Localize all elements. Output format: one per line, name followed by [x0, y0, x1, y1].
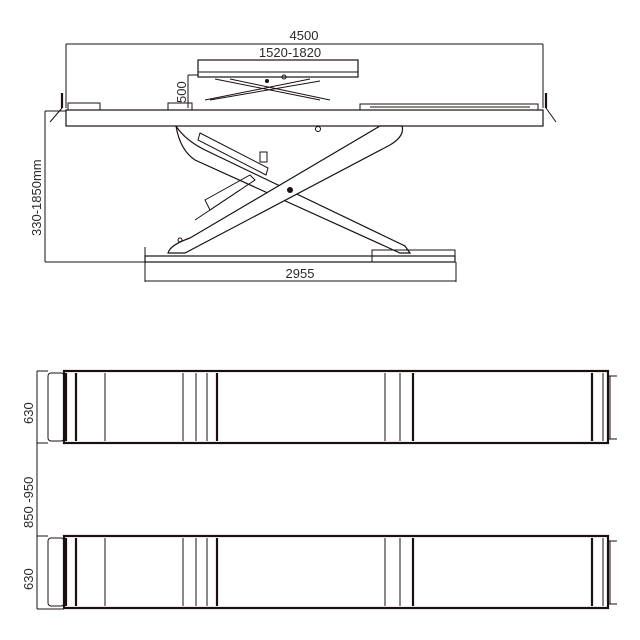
- lift-height-label: 330-1850mm: [29, 159, 44, 236]
- dimension-overall-length: 4500: [65, 28, 544, 108]
- top-view-dimensions: 630 850 -950 630: [21, 370, 64, 610]
- side-view: 4500 1520-1820 500: [29, 28, 557, 282]
- base-frame: [144, 247, 456, 263]
- secondary-lift-height-label: 500: [174, 81, 189, 103]
- dimension-lift-height: 330-1850mm: [29, 110, 145, 263]
- runway-top: [47, 369, 617, 445]
- main-platform: [49, 93, 557, 132]
- runway-bottom: [47, 534, 617, 610]
- platform-width-bottom-label: 630: [21, 568, 36, 590]
- top-view: 630 850 -950 630: [21, 369, 617, 610]
- scissor-arms: [167, 125, 412, 254]
- base-length-label: 2955: [286, 266, 315, 281]
- platform-width-top-label: 630: [21, 402, 36, 424]
- platform-spacing-label: 850 -950: [21, 477, 36, 528]
- secondary-lift-length-label: 1520-1820: [259, 45, 321, 60]
- dimension-base-length: 2955: [144, 262, 457, 282]
- overall-length-label: 4500: [290, 28, 319, 43]
- secondary-lift: 1520-1820 500: [174, 45, 359, 108]
